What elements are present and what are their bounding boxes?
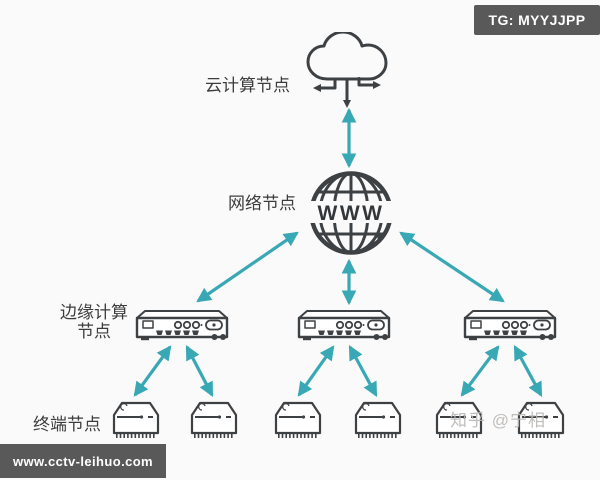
www-globe-icon: WWW [308,171,394,255]
zhihu-watermark: 知乎 @宁相 [450,411,546,430]
edge-node-label-line1: 边缘计算 [60,303,128,322]
arrow-edge3-terminal5 [460,345,500,397]
tg-badge: TG: MYYJJPP [474,5,600,35]
terminal-device-icon-3 [272,400,324,442]
cloud-node-label: 云计算节点 [205,76,290,95]
terminal-device-icon-2 [188,400,240,442]
arrow-edge3-terminal6 [513,345,543,397]
arrow-edge1-terminal2 [185,345,214,397]
arrow-edge2-terminal3 [297,345,335,397]
website-badge: www.cctv-leihuo.com [0,444,166,478]
arrow-edge1-terminal1 [133,345,172,397]
edge-router-icon-2 [296,309,392,343]
terminal-node-label: 终端节点 [33,415,101,434]
edge-node-label: 边缘计算 节点 [46,303,142,341]
edge-router-icon-1 [134,309,230,343]
terminal-device-icon-4 [352,400,404,442]
arrow-network-edge3 [399,231,505,303]
network-node-label: 网络节点 [228,194,296,213]
terminal-device-icon-1 [110,400,162,442]
arrow-edge2-terminal4 [348,345,378,397]
edge-router-icon-3 [462,309,558,343]
globe-www-text: WWW [318,202,385,225]
edge-node-label-line2: 节点 [77,322,111,341]
cloud-icon [306,32,388,108]
arrow-network-edge1 [196,231,299,303]
